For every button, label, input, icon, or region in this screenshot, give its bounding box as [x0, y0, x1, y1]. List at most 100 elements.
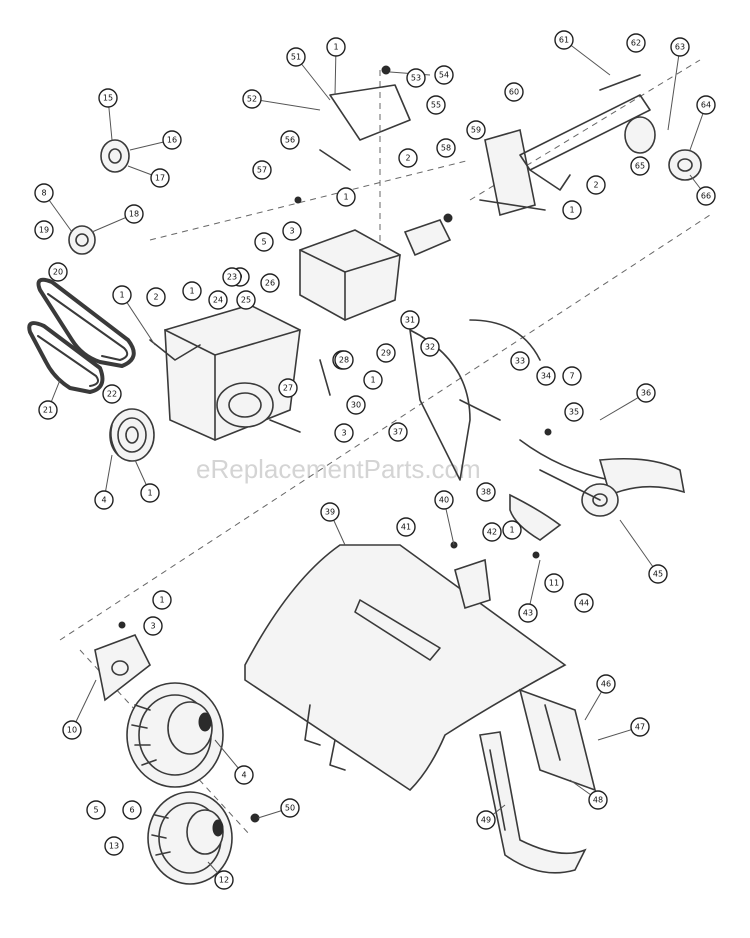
callout-42: 42 — [482, 522, 502, 542]
svg-text:2: 2 — [405, 154, 410, 163]
callout-50: 50 — [280, 798, 300, 818]
svg-text:39: 39 — [325, 508, 335, 517]
callout-36: 36 — [636, 383, 656, 403]
callout-1: 1 — [363, 370, 383, 390]
callout-66: 66 — [696, 186, 716, 206]
svg-text:34: 34 — [541, 372, 551, 381]
svg-text:59: 59 — [471, 126, 481, 135]
callout-1: 1 — [562, 200, 582, 220]
callout-5: 5 — [86, 800, 106, 820]
callout-1: 1 — [326, 37, 346, 57]
svg-text:60: 60 — [509, 88, 519, 97]
svg-text:1: 1 — [189, 287, 194, 296]
svg-text:27: 27 — [283, 384, 293, 393]
callout-29: 29 — [376, 343, 396, 363]
svg-text:24: 24 — [213, 296, 223, 305]
callout-55: 55 — [426, 95, 446, 115]
callout-54: 54 — [434, 65, 454, 85]
svg-text:66: 66 — [701, 192, 711, 201]
watermark-text: eReplacementParts.com — [196, 454, 481, 484]
callout-25: 25 — [236, 290, 256, 310]
svg-text:13: 13 — [109, 842, 119, 851]
tine-shaft-assembly — [479, 74, 702, 217]
idler-pulley — [68, 139, 130, 255]
svg-text:21: 21 — [43, 406, 53, 415]
callout-19: 19 — [34, 220, 54, 240]
callout-5: 5 — [254, 232, 274, 252]
svg-text:40: 40 — [439, 496, 449, 505]
callout-4: 4 — [94, 490, 114, 510]
svg-text:26: 26 — [265, 279, 275, 288]
svg-text:54: 54 — [439, 71, 449, 80]
wheel-upper — [126, 682, 224, 788]
callout-40: 40 — [434, 490, 454, 510]
svg-text:22: 22 — [107, 390, 117, 399]
svg-text:35: 35 — [569, 408, 579, 417]
svg-text:10: 10 — [67, 726, 77, 735]
callout-31: 31 — [400, 310, 420, 330]
svg-text:31: 31 — [405, 316, 415, 325]
callouts: 1 1 1 1 1 1 1 1 1 2 2 2 3 3 3 4 4 5 5 6 … — [34, 30, 716, 890]
callout-1: 1 — [182, 281, 202, 301]
svg-text:44: 44 — [579, 599, 589, 608]
svg-text:19: 19 — [39, 226, 49, 235]
callout-30: 30 — [346, 395, 366, 415]
tine-shield-hood — [244, 544, 567, 792]
svg-text:8: 8 — [41, 189, 46, 198]
svg-text:7: 7 — [569, 372, 574, 381]
callout-22: 22 — [102, 384, 122, 404]
callout-1: 1 — [502, 520, 522, 540]
callout-16: 16 — [162, 130, 182, 150]
callout-61: 61 — [554, 30, 574, 50]
callout-2: 2 — [586, 175, 606, 195]
callout-13: 13 — [104, 836, 124, 856]
svg-text:49: 49 — [481, 816, 491, 825]
callout-46: 46 — [596, 674, 616, 694]
depth-stake — [479, 731, 587, 874]
callout-38: 38 — [476, 482, 496, 502]
svg-text:58: 58 — [441, 144, 451, 153]
svg-text:48: 48 — [593, 796, 603, 805]
callout-45: 45 — [648, 564, 668, 584]
callout-1: 1 — [152, 590, 172, 610]
callout-35: 35 — [564, 402, 584, 422]
svg-text:12: 12 — [219, 876, 229, 885]
callout-43: 43 — [518, 603, 538, 623]
callout-1: 1 — [112, 285, 132, 305]
svg-text:3: 3 — [150, 622, 155, 631]
callout-51: 51 — [286, 47, 306, 67]
callout-6: 6 — [122, 800, 142, 820]
callout-49: 49 — [476, 810, 496, 830]
callout-20: 20 — [48, 262, 68, 282]
callout-1: 1 — [336, 187, 356, 207]
svg-text:45: 45 — [653, 570, 663, 579]
svg-text:29: 29 — [381, 349, 391, 358]
callout-2: 2 — [398, 148, 418, 168]
svg-text:50: 50 — [285, 804, 295, 813]
callout-37: 37 — [388, 422, 408, 442]
svg-text:1: 1 — [370, 376, 375, 385]
svg-text:62: 62 — [631, 39, 641, 48]
svg-text:32: 32 — [425, 343, 435, 352]
svg-text:1: 1 — [147, 489, 152, 498]
wheel-lower — [147, 791, 233, 885]
callout-56: 56 — [280, 130, 300, 150]
svg-text:46: 46 — [601, 680, 611, 689]
svg-text:2: 2 — [593, 181, 598, 190]
svg-text:4: 4 — [241, 771, 246, 780]
callout-3: 3 — [143, 616, 163, 636]
callout-17: 17 — [150, 168, 170, 188]
svg-text:3: 3 — [289, 227, 294, 236]
callout-23: 23 — [222, 267, 242, 287]
svg-text:2: 2 — [153, 293, 158, 302]
svg-text:25: 25 — [241, 296, 251, 305]
svg-text:28: 28 — [339, 356, 349, 365]
callout-53: 53 — [406, 68, 426, 88]
callout-21: 21 — [38, 400, 58, 420]
callout-24: 24 — [208, 290, 228, 310]
svg-text:41: 41 — [401, 523, 411, 532]
callout-15: 15 — [98, 88, 118, 108]
callout-65: 65 — [630, 156, 650, 176]
svg-text:37: 37 — [393, 428, 403, 437]
